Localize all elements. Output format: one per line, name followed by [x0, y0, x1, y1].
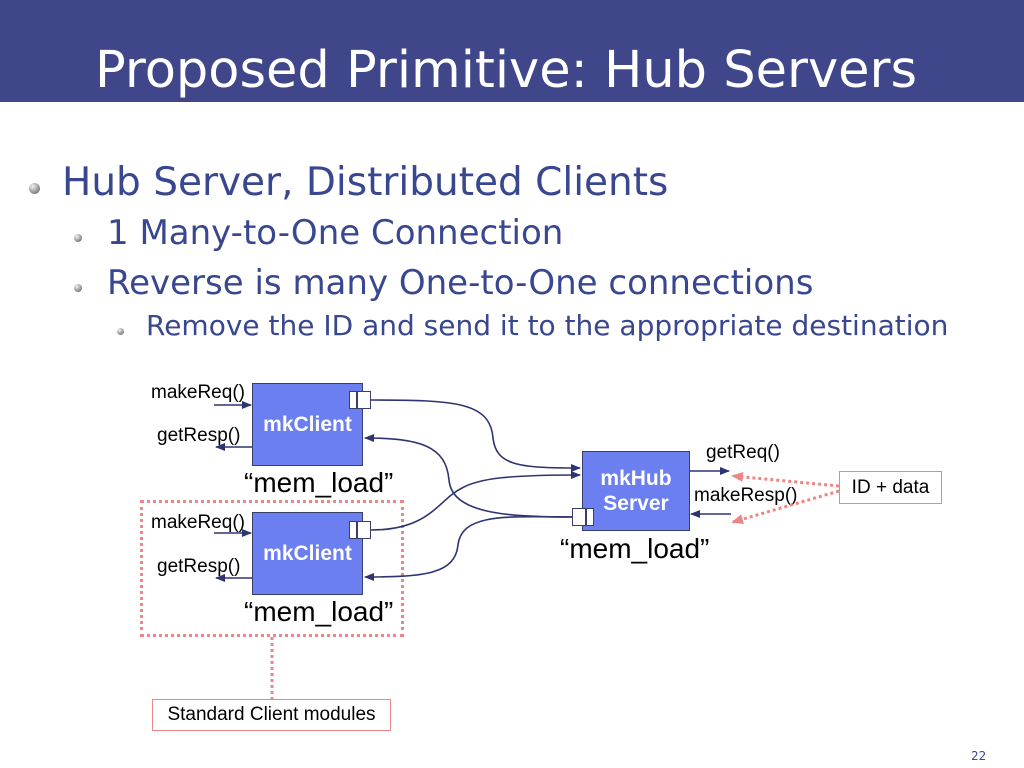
slide-title: Proposed Primitive: Hub Servers	[95, 41, 918, 100]
client2-get-resp-label: getResp()	[157, 556, 241, 577]
standard-client-modules-note: Standard Client modules	[152, 699, 391, 731]
id-data-note: ID + data	[839, 471, 942, 504]
hub-server-module: mkHub Server	[582, 451, 690, 531]
hub-make-resp-label: makeResp()	[694, 485, 798, 506]
hub-port	[572, 508, 586, 526]
client1-instance-label: “mem_load”	[244, 467, 394, 498]
hub-module-name-line1: mkHub	[600, 467, 672, 490]
bullet-icon	[74, 284, 82, 292]
client1-port	[357, 391, 371, 409]
standard-client-modules-text: Standard Client modules	[167, 704, 376, 725]
client1-module-name: mkClient	[263, 413, 352, 436]
bullet-icon	[117, 328, 124, 335]
bullet-icon	[74, 234, 82, 242]
bullet-level2-text: 1 Many-to-One Connection	[107, 213, 564, 253]
client1-module: mkClient	[252, 383, 363, 466]
client2-module-name: mkClient	[263, 542, 352, 565]
client2-instance-label: “mem_load”	[244, 596, 394, 627]
bullet-level1-text: Hub Server, Distributed Clients	[62, 160, 669, 205]
client1-get-resp-label: getResp()	[157, 425, 241, 446]
hub-instance-label: “mem_load”	[560, 533, 710, 564]
title-bar	[0, 0, 1024, 102]
page-number: 22	[971, 749, 987, 763]
bullet-icon	[29, 183, 40, 194]
client1-to-hub-wire	[370, 399, 581, 472]
hub-get-req-label: getReq()	[706, 442, 780, 463]
client1-port-inner	[349, 391, 357, 409]
bullet-level3-text: Remove the ID and send it to the appropr…	[146, 309, 949, 342]
client2-port	[357, 521, 371, 539]
client1-make-req-label: makeReq()	[151, 382, 245, 403]
hub-port-inner	[586, 508, 594, 526]
client2-make-req-label: makeReq()	[151, 512, 245, 533]
id-data-text: ID + data	[851, 476, 930, 498]
client2-port-inner	[349, 521, 357, 539]
hub-module-name-line2: Server	[603, 492, 669, 515]
bullet-level2-text: Reverse is many One-to-One connections	[107, 263, 814, 303]
client2-module: mkClient	[252, 512, 363, 595]
